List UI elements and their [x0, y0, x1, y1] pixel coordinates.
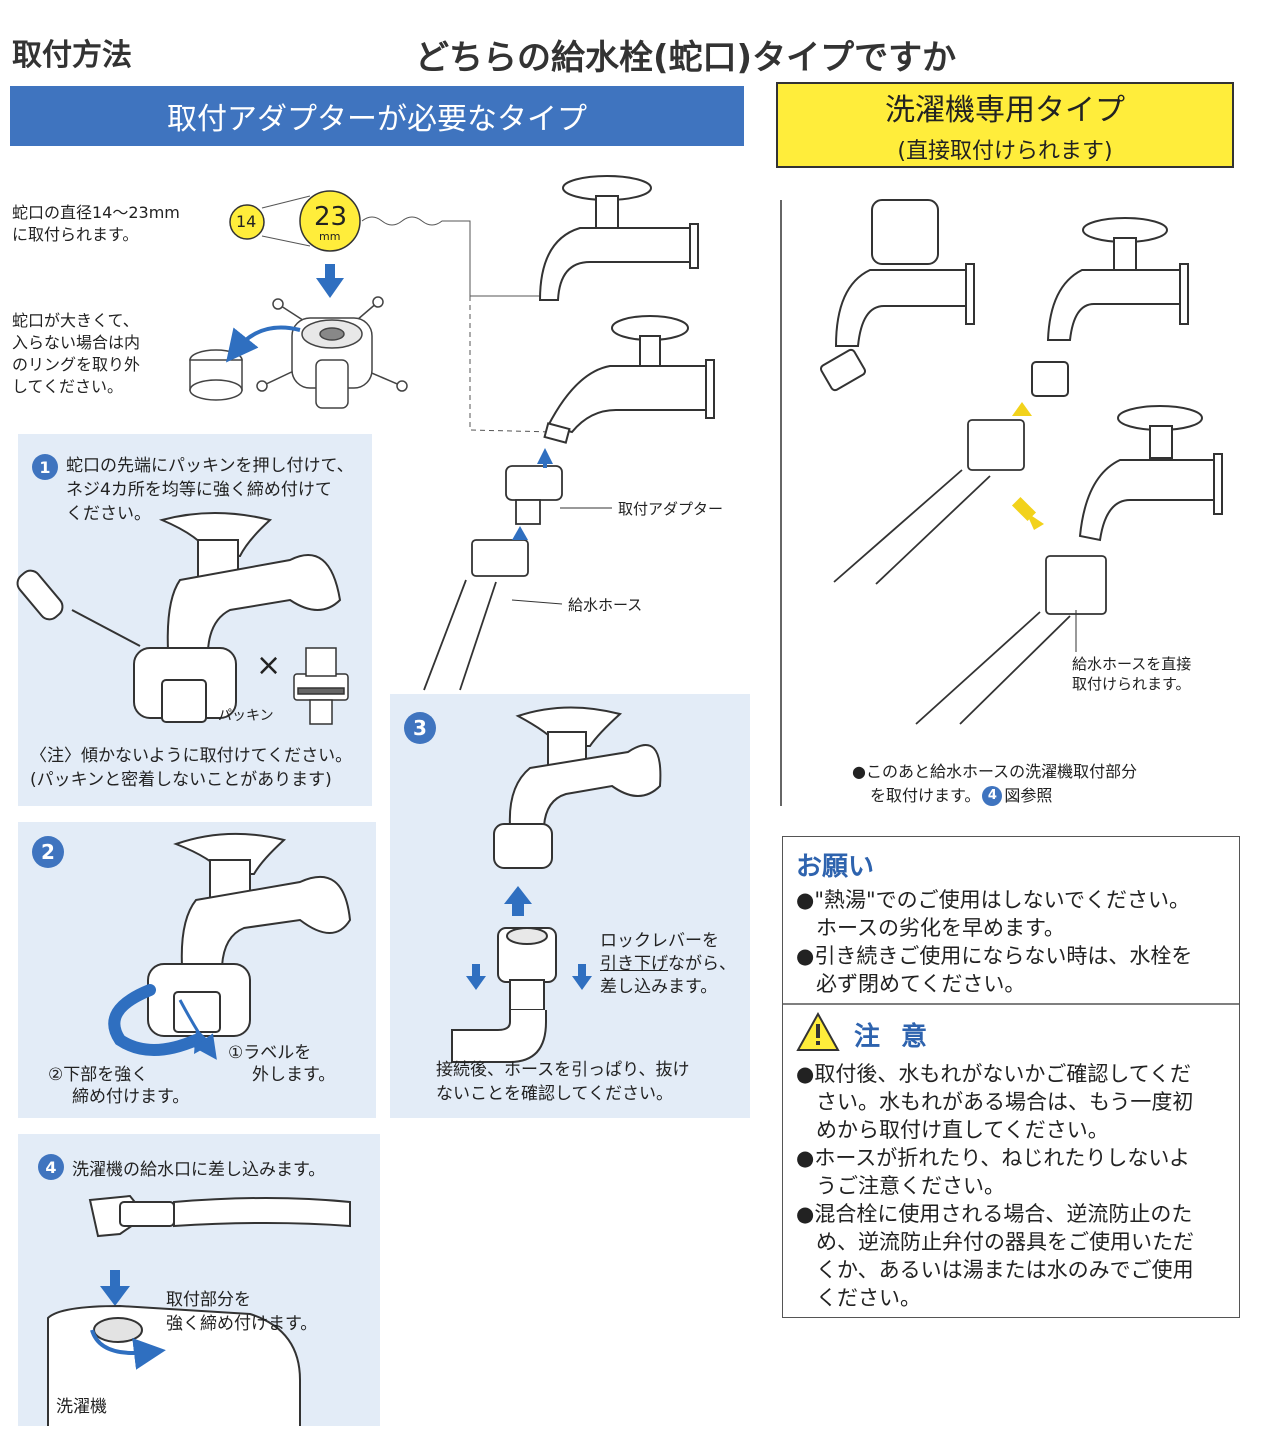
direct-hose-lower	[915, 555, 1107, 725]
pull-down-arrow-icon	[466, 964, 592, 990]
lever-note: ロックレバーを 引き下げながら、 差し込みます。	[600, 931, 736, 997]
remove-ring-arrow	[225, 325, 301, 363]
caution-title: 注 意	[854, 1022, 934, 1052]
washer-faucet	[820, 199, 975, 392]
step3-faucet	[451, 706, 662, 1063]
faucet-d	[1078, 405, 1223, 542]
step2-faucet	[147, 832, 352, 1037]
down-arrow-icon	[316, 264, 344, 298]
x-mark: ×	[256, 648, 282, 683]
step-4-ref-badge: 4	[982, 786, 1003, 806]
caution-item: ●ホースが折れたり、ねじれたりしないよ うご注意ください。	[796, 1146, 1191, 1198]
push-up-arrow-icon	[504, 886, 532, 916]
caution-items: ●取付後、水もれがないかご確認してくだ さい。水もれがある場合は、もう一度初 め…	[796, 1060, 1194, 1312]
step-3-badge: 3	[404, 712, 436, 744]
packing-label: パッキン	[218, 708, 274, 724]
adapter-label: 取付アダプター	[618, 500, 724, 518]
size-circles	[229, 190, 556, 433]
adapter-type-banner: 取付アダプターが必要なタイプ	[10, 86, 744, 146]
direct-type-subtitle: (直接取付けられます)	[897, 139, 1113, 164]
step-1-badge: 1	[32, 454, 58, 480]
washing-machine-illustration	[47, 1304, 301, 1426]
step-4-text: 洗濯機の給水口に差し込みます。	[72, 1160, 326, 1180]
step-3-check-note: 接続後、ホースを引っぱり、抜け ないことを確認してください。	[436, 1060, 690, 1104]
step-2-badge: 2	[32, 836, 64, 868]
washing-machine-label: 洗濯機	[56, 1397, 107, 1417]
tighten-arrow	[108, 984, 202, 1056]
page-title: どちらの給水栓(蛇口)タイプですか	[415, 38, 957, 78]
packing-small-illustration	[293, 647, 349, 725]
size-23-circle	[299, 190, 361, 252]
step-2-remove-label: ①ラベルを 外します。	[228, 1043, 336, 1085]
direct-type-banner: 洗濯機専用タイプ (直接取付けられます)	[776, 82, 1234, 168]
faucet-a	[538, 175, 699, 301]
request-items: ●"熱湯"でのご使用はしないでください。 ホースの劣化を早めます。 ●引き続きご…	[796, 886, 1192, 998]
step-2-tighten-label: ②下部を強く 締め付けます。	[48, 1065, 190, 1107]
notice-box	[782, 836, 1240, 1318]
up-arrow-icon	[537, 448, 553, 464]
yellow-up-arrow-icon	[1012, 402, 1032, 416]
ring-illustration	[189, 349, 243, 401]
faucet-b	[543, 315, 715, 444]
warning-icon	[796, 1011, 840, 1051]
step1-faucet	[133, 512, 342, 723]
direct-hose-upper	[833, 419, 1025, 585]
ring-note: 蛇口が大きくて、 入らない場合は内 のリングを取り外 してください。	[12, 311, 141, 396]
label-remove-arrow	[178, 999, 217, 1060]
request-item: ●引き続きご使用にならない時は、水栓を 必ず閉めてください。	[796, 944, 1193, 996]
request-item: ●"熱湯"でのご使用はしないでください。 ホースの劣化を早めます。	[796, 888, 1191, 940]
step-4-badge: 4	[38, 1154, 64, 1180]
caution-item: ●混合栓に使用される場合、逆流防止のた め、逆流防止弁付の器具をご使用いただ く…	[796, 1202, 1194, 1310]
size-unit-label: mm	[319, 230, 341, 243]
size-14-circle	[229, 204, 265, 240]
size-23-label: 23	[314, 202, 348, 232]
hose-label: 給水ホース	[568, 596, 643, 614]
direct-type-title: 洗濯機専用タイプ	[885, 93, 1125, 128]
section-title: 取付方法	[12, 38, 132, 73]
step-1-caution: 〈注〉傾かないように取付けてください。 (パッキンと密着しないことがあります)	[30, 746, 353, 790]
size-14-label: 14	[236, 212, 257, 231]
after-note: ●このあと給水ホースの洗濯機取付部分 を取付けます。 4 図参照	[852, 762, 1138, 806]
up-arrow-icon	[512, 526, 528, 540]
step-4-tighten-note: 取付部分を 強く締め付けます。	[166, 1290, 318, 1334]
request-title: お願い	[796, 852, 875, 882]
diameter-note: 蛇口の直径14〜23mm に取付られます。	[12, 203, 180, 244]
adapter-illustration	[256, 296, 408, 409]
caution-item: ●取付後、水もれがないかご確認してくだ さい。水もれがある場合は、もう一度初 め…	[796, 1062, 1194, 1142]
direct-attach-label: 給水ホースを直接 取付けられます。	[1072, 655, 1192, 693]
adapter-hose-middle	[423, 465, 563, 691]
screwdriver-icon	[16, 569, 141, 647]
faucet-c	[1031, 217, 1189, 397]
down-arrow-icon	[100, 1270, 130, 1306]
tighten-arrow	[90, 1329, 166, 1370]
step-1-text: 蛇口の先端にパッキンを押し付けて、 ネジ4カ所を均等に強く締め付けて ください。	[66, 456, 354, 524]
step4-hose	[88, 1194, 351, 1238]
